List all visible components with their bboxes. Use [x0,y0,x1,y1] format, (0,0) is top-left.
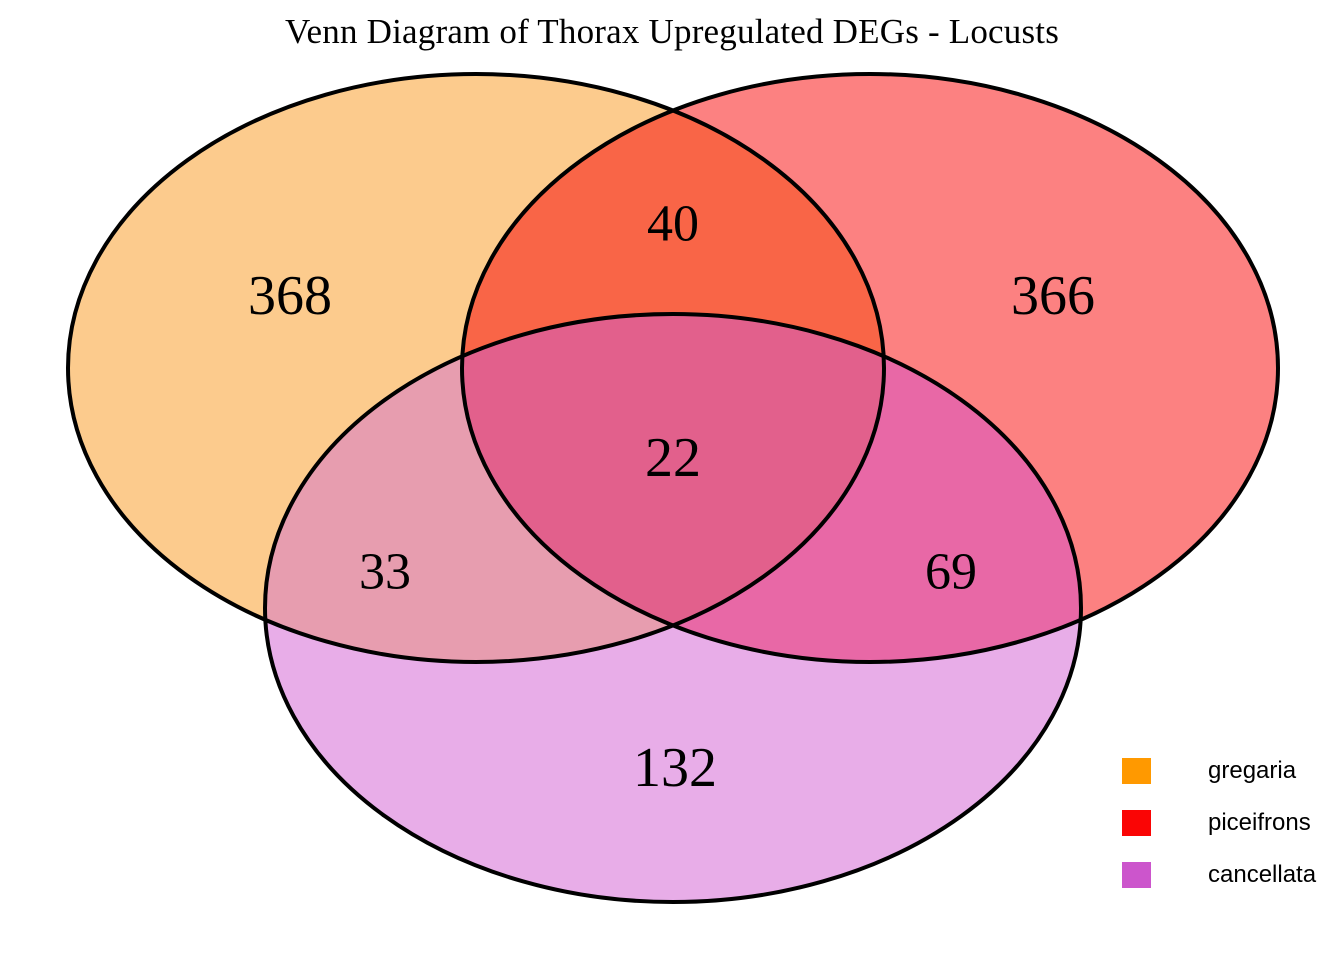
count-gregaria-cancellata: 33 [359,544,411,601]
page-title: Venn Diagram of Thorax Upregulated DEGs … [284,12,1060,51]
set-cancellata-outline [263,312,1083,904]
set-piceifrons-outline [460,72,1280,664]
venn-outlines [66,72,1280,904]
legend-swatch-cancellata [1122,862,1151,888]
legend-label-gregaria: gregaria [1208,757,1297,784]
legend-label-cancellata: cancellata [1208,861,1317,888]
count-cancellata-only: 132 [633,737,717,799]
count-piceifrons-cancellata: 69 [925,544,977,601]
set-gregaria-outline [66,72,886,664]
legend-swatch-gregaria [1122,758,1151,784]
count-gregaria-only: 368 [248,265,332,327]
count-all-three: 22 [645,427,701,489]
legend-label-piceifrons: piceifrons [1208,809,1311,836]
legend-item-gregaria: gregaria [1122,745,1337,797]
legend-item-cancellata: cancellata [1122,849,1337,901]
count-piceifrons-only: 366 [1011,265,1095,327]
legend: gregaria piceifrons cancellata [1122,745,1337,901]
legend-swatch-piceifrons [1122,810,1151,836]
legend-item-piceifrons: piceifrons [1122,797,1337,849]
count-gregaria-piceifrons: 40 [647,196,699,253]
